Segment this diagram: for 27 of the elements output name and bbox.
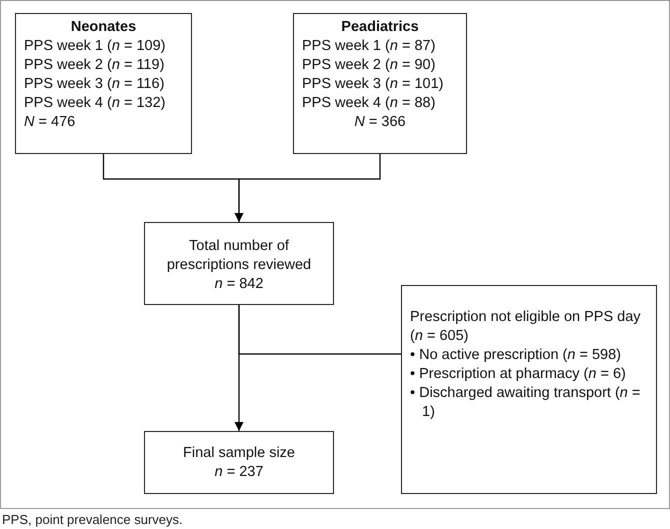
connector-line xyxy=(238,305,401,355)
box-text: PPS week 1 (n = 109) xyxy=(24,37,166,56)
box-heading: Neonates xyxy=(70,18,138,37)
box-text: PPS week 2 (n = 90) xyxy=(302,56,436,75)
process-box xyxy=(401,285,657,494)
box-text: PPS week 3 (n = 101) xyxy=(302,75,444,94)
box-text: n = 237 xyxy=(214,463,264,482)
box-text: N = 476 xyxy=(24,113,76,132)
box-heading: Peadiatrics xyxy=(340,18,420,37)
box-text: Prescription not eligible on PPS day (n = 605) xyxy=(410,308,642,346)
box-text: PPS week 1 (n = 87) xyxy=(302,37,436,56)
box-text: N = 366 xyxy=(353,113,407,132)
box-text: PPS week 3 (n = 116) xyxy=(24,75,166,94)
box-text: • Discharged awaiting transport (n = 1) xyxy=(410,384,642,422)
process-box xyxy=(15,13,192,154)
box-text: PPS week 4 (n = 88) xyxy=(302,94,436,113)
box-text: • No active prescription (n = 598) xyxy=(410,346,622,365)
arrow xyxy=(234,154,381,222)
process-box xyxy=(144,431,334,494)
box-text: • Prescription at pharmacy (n = 6) xyxy=(410,365,627,384)
box-text: Final sample size xyxy=(182,444,296,463)
process-box xyxy=(144,222,334,305)
process-box xyxy=(293,13,467,154)
caption: PPS, point prevalence surveys. xyxy=(2,512,183,527)
box-text: n = 842 xyxy=(214,275,264,294)
box-text: PPS week 4 (n = 132) xyxy=(24,94,166,113)
box-text: PPS week 2 (n = 119) xyxy=(24,56,166,75)
